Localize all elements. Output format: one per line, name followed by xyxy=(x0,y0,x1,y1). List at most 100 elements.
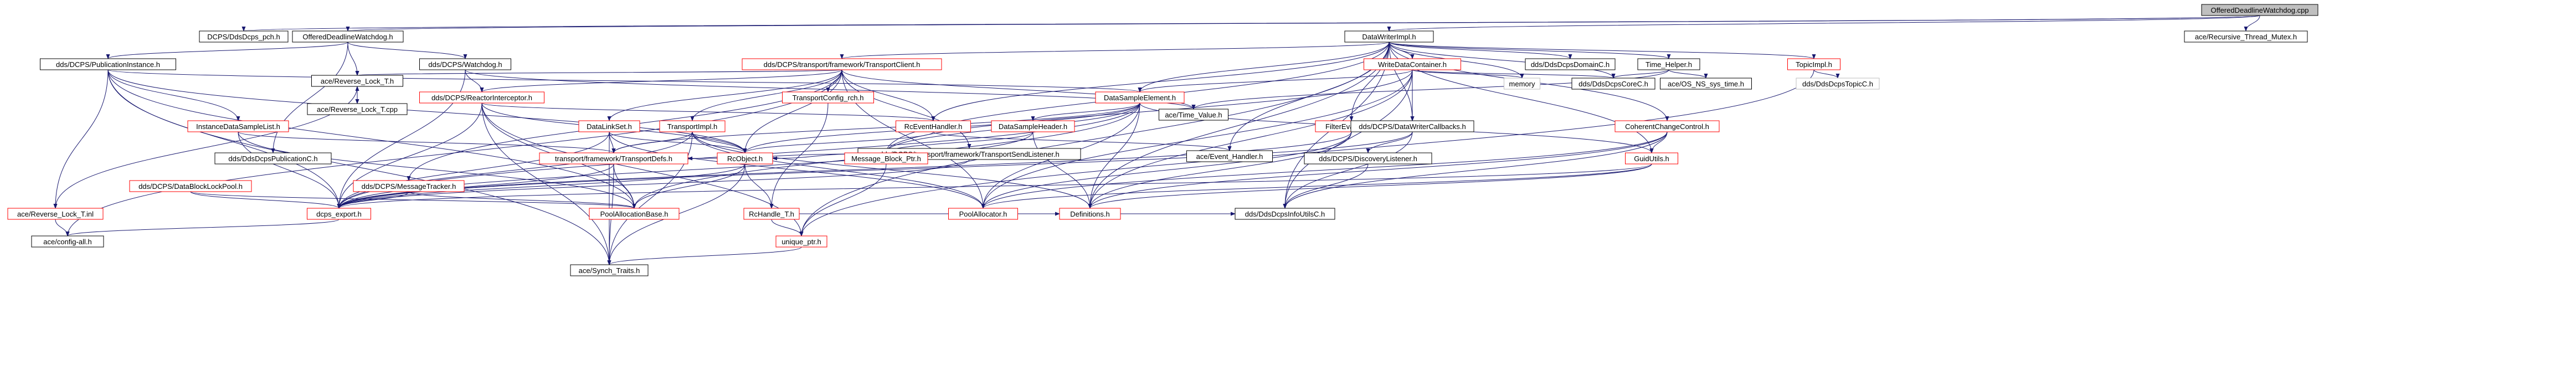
node-dse[interactable]: DataSampleElement.h xyxy=(1095,91,1185,104)
edge-dwi_h-to-definitions xyxy=(1088,42,1390,209)
edges-layer xyxy=(53,15,2260,265)
node-watchdog[interactable]: dds/DCPS/Watchdog.h xyxy=(419,58,511,70)
node-poolallocbase[interactable]: PoolAllocationBase.h xyxy=(589,208,680,220)
node-dwi_h[interactable]: DataWriterImpl.h xyxy=(1344,30,1434,43)
node-label-dwi_h: DataWriterImpl.h xyxy=(1362,33,1416,41)
node-rcobject[interactable]: RcObject.h xyxy=(717,152,773,164)
node-discoverylistener[interactable]: dds/DCPS/DiscoveryListener.h xyxy=(1304,152,1432,164)
node-box-aceconfigall xyxy=(31,235,104,248)
edge-dsheader-to-dcpsexport xyxy=(337,131,1034,209)
node-label-os_sys_time: ace/OS_NS_sys_time.h xyxy=(1668,80,1744,88)
edge-coherentcc-to-guidutils xyxy=(1649,131,1668,153)
edge-rcobject-to-poolallocbase xyxy=(632,163,745,209)
edge-wdc-to-ddsdcpsinfoutils xyxy=(1283,69,1413,209)
edge-wdc-to-dse xyxy=(1138,69,1413,92)
node-uniqueptr[interactable]: unique_ptr.h xyxy=(775,235,827,248)
edge-transportimpl-to-rcobject xyxy=(692,131,747,153)
node-ddsdcpstopicc[interactable]: dds/DdsDcpsTopicC.h xyxy=(1796,78,1880,90)
node-acreventhandler[interactable]: RcEventHandler.h xyxy=(896,120,971,132)
node-box-acesynchtraits xyxy=(570,264,649,276)
edge-acreventhandler-to-aceeventhandler xyxy=(933,131,1232,151)
edge-dwi_h-to-filtereval xyxy=(1349,42,1390,121)
node-transportimpl[interactable]: TransportImpl.h xyxy=(659,120,726,132)
node-box-ddsdcpspubc xyxy=(214,152,332,164)
edge-dwcallbacks-to-discoverylistener xyxy=(1366,131,1413,153)
node-dwcallbacks[interactable]: dds/DCPS/DataWriterCallbacks.h xyxy=(1350,120,1474,132)
node-aceeventhandler[interactable]: ace/Event_Handler.h xyxy=(1186,150,1273,162)
edge-dwi_h-to-dwcallbacks xyxy=(1389,42,1415,121)
edge-timehelper-to-ddsdcpscorec xyxy=(1611,69,1669,79)
node-wdc[interactable]: WriteDataContainer.h xyxy=(1364,58,1461,70)
node-box-watchdog xyxy=(419,58,511,70)
node-odw_h[interactable]: OfferedDeadlineWatchdog.h xyxy=(292,30,404,43)
edge-dwi_h-to-tclient xyxy=(840,42,1390,59)
node-definitions[interactable]: Definitions.h xyxy=(1059,208,1121,220)
edge-msgtracker-to-dcpsexport xyxy=(337,191,409,209)
node-msgblockptr[interactable]: Message_Block_Ptr.h xyxy=(844,152,928,164)
edge-reactorint-to-acesynchtraits xyxy=(481,102,611,265)
node-ddsdcpspubc[interactable]: dds/DdsDcpsPublicationC.h xyxy=(214,152,332,164)
node-aceconfigall[interactable]: ace/config-all.h xyxy=(31,235,104,248)
edge-acreventhandler-to-rcobject xyxy=(743,131,934,153)
edge-tclient-to-rlt xyxy=(356,69,842,76)
node-coherentcc[interactable]: CoherentChangeControl.h xyxy=(1615,120,1720,132)
edge-pubinst-to-reverselocktinl xyxy=(53,69,109,209)
node-rlt_cpp[interactable]: ace/Reverse_Lock_T.cpp xyxy=(307,103,408,115)
node-acetimevalue[interactable]: ace/Time_Value.h xyxy=(1159,109,1228,121)
edge-instdsl-to-poolallocbase xyxy=(238,131,636,209)
node-acesynchtraits[interactable]: ace/Synch_Traits.h xyxy=(570,264,649,276)
node-rchandle[interactable]: RcHandle_T.h xyxy=(743,208,800,220)
node-box-discoverylistener xyxy=(1304,152,1432,164)
node-tclient[interactable]: dds/DCPS/transport/framework/TransportCl… xyxy=(742,58,942,70)
node-timehelper[interactable]: Time_Helper.h xyxy=(1637,58,1700,70)
node-label-ddsdcpstopicc: dds/DdsDcpsTopicC.h xyxy=(1802,80,1873,88)
node-label-aceconfigall: ace/config-all.h xyxy=(43,238,91,246)
node-label-tdefs: transport/framework/TransportDefs.h xyxy=(555,155,672,163)
node-instdsl[interactable]: InstanceDataSampleList.h xyxy=(187,120,289,132)
edge-discoverylistener-to-ddsdcpsinfoutils xyxy=(1283,163,1369,209)
node-reactorint[interactable]: dds/DCPS/ReactorInterceptor.h xyxy=(419,91,544,104)
node-guidutils[interactable]: GuidUtils.h xyxy=(1625,152,1678,164)
node-poolallocator[interactable]: PoolAllocator.h xyxy=(948,208,1018,220)
node-reverselocktinl[interactable]: ace/Reverse_Lock_T.inl xyxy=(7,208,104,220)
node-pubinst[interactable]: dds/DCPS/PublicationInstance.h xyxy=(40,58,176,70)
node-box-uniqueptr xyxy=(775,235,827,248)
edge-dsheader-to-definitions xyxy=(1032,131,1092,209)
node-label-discoverylistener: dds/DCPS/DiscoveryListener.h xyxy=(1319,155,1417,163)
node-tconfig_rch[interactable]: TransportConfig_rch.h xyxy=(782,91,874,104)
node-label-watchdog: dds/DCPS/Watchdog.h xyxy=(428,60,502,69)
edge-tdefs-to-dcpsexport xyxy=(337,163,614,209)
node-ddsdcpscorec[interactable]: dds/DdsDcpsCoreC.h xyxy=(1571,78,1655,90)
edge-tclient-to-tsendlistener xyxy=(841,69,971,149)
node-label-ddsdcpsinfoutils: dds/DdsDcpsInfoUtilsC.h xyxy=(1245,210,1325,218)
node-root[interactable]: OfferedDeadlineWatchdog.cpp xyxy=(2201,4,2318,16)
node-box-msgtracker xyxy=(353,180,465,192)
node-memory[interactable]: memory xyxy=(1504,78,1540,90)
node-box-definitions xyxy=(1059,208,1121,220)
edge-wdc-to-msgblockptr xyxy=(884,69,1413,153)
node-topicimpl[interactable]: TopicImpl.h xyxy=(1787,58,1840,70)
node-dcps_pch[interactable]: DCPS/DdsDcps_pch.h xyxy=(199,30,289,43)
node-ddsdcpsinfoutils[interactable]: dds/DdsDcpsInfoUtilsC.h xyxy=(1235,208,1335,220)
node-datalinkset[interactable]: DataLinkSet.h xyxy=(578,120,640,132)
node-box-timehelper xyxy=(1637,58,1700,70)
node-msgtracker[interactable]: dds/DCPS/MessageTracker.h xyxy=(353,180,465,192)
edge-root-to-odw_h xyxy=(347,15,2260,32)
node-dsheader[interactable]: DataSampleHeader.h xyxy=(991,120,1075,132)
node-dcpsexport[interactable]: dcps_export.h xyxy=(307,208,371,220)
node-box-acreventhandler xyxy=(896,120,971,132)
node-box-wdc xyxy=(1364,58,1461,70)
node-tdefs[interactable]: transport/framework/TransportDefs.h xyxy=(539,152,688,164)
node-box-tconfig_rch xyxy=(782,91,874,104)
node-os_sys_time[interactable]: ace/OS_NS_sys_time.h xyxy=(1660,78,1752,90)
node-label-dsheader: DataSampleHeader.h xyxy=(999,122,1067,131)
node-label-dcpsexport: dcps_export.h xyxy=(316,210,362,218)
node-ddsdcpsdomainc[interactable]: dds/DdsDcpsDomainC.h xyxy=(1525,58,1616,70)
node-label-definitions: Definitions.h xyxy=(1070,210,1110,218)
node-recmutex[interactable]: ace/Recursive_Thread_Mutex.h xyxy=(2184,30,2308,43)
node-dblockpool[interactable]: dds/DCPS/DataBlockLockPool.h xyxy=(129,180,252,192)
node-label-recmutex: ace/Recursive_Thread_Mutex.h xyxy=(2195,33,2297,41)
edge-dse-to-dsheader xyxy=(1031,102,1140,121)
node-rlt[interactable]: ace/Reverse_Lock_T.h xyxy=(311,75,403,87)
